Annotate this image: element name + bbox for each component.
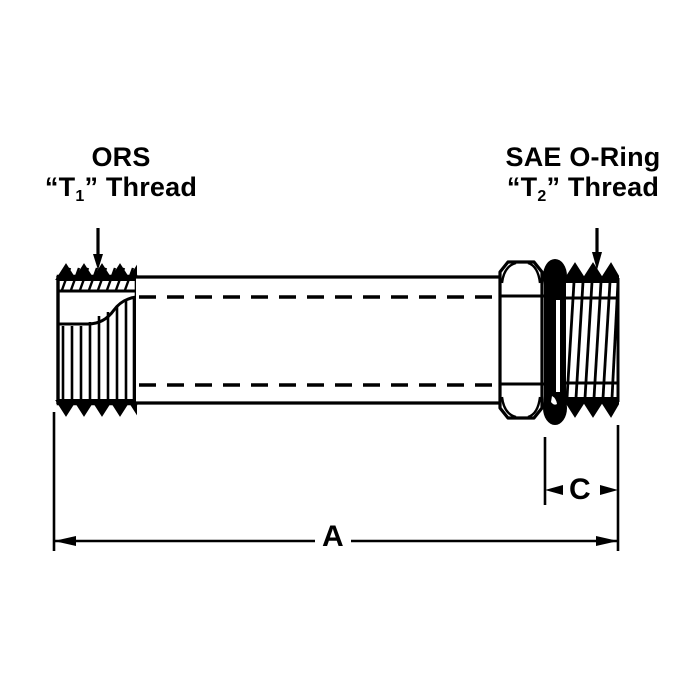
right-sae-thread <box>565 262 620 418</box>
label-sae-subscript: 2 <box>537 188 547 206</box>
label-sae-suffix: ” Thread <box>546 172 660 203</box>
label-ors-suffix: ” Thread <box>84 172 198 203</box>
label-sae-thread: SAE O-Ring “T2” Thread <box>466 142 700 206</box>
label-ors-thread: ORS “T1” Thread <box>8 142 234 206</box>
left-ors-thread <box>55 263 138 417</box>
dimension-a-label: A <box>315 522 351 552</box>
label-ors-prefix: “T <box>44 172 76 203</box>
hex-nut <box>498 260 544 420</box>
label-sae-prefix: “T <box>506 172 538 203</box>
o-ring-seal <box>542 259 567 425</box>
dimension-c <box>543 437 618 505</box>
dimension-a <box>52 412 620 551</box>
leader-line-right <box>592 228 602 270</box>
label-sae-line1: SAE O-Ring <box>505 142 661 172</box>
label-ors-line2: “T1” Thread <box>8 172 234 206</box>
dimension-c-label: C <box>566 475 594 505</box>
label-ors-line1: ORS <box>91 142 151 172</box>
center-body-tube <box>134 275 501 405</box>
leader-line-left <box>93 228 103 270</box>
label-sae-line2: “T2” Thread <box>466 172 700 206</box>
label-ors-subscript: 1 <box>75 188 85 206</box>
